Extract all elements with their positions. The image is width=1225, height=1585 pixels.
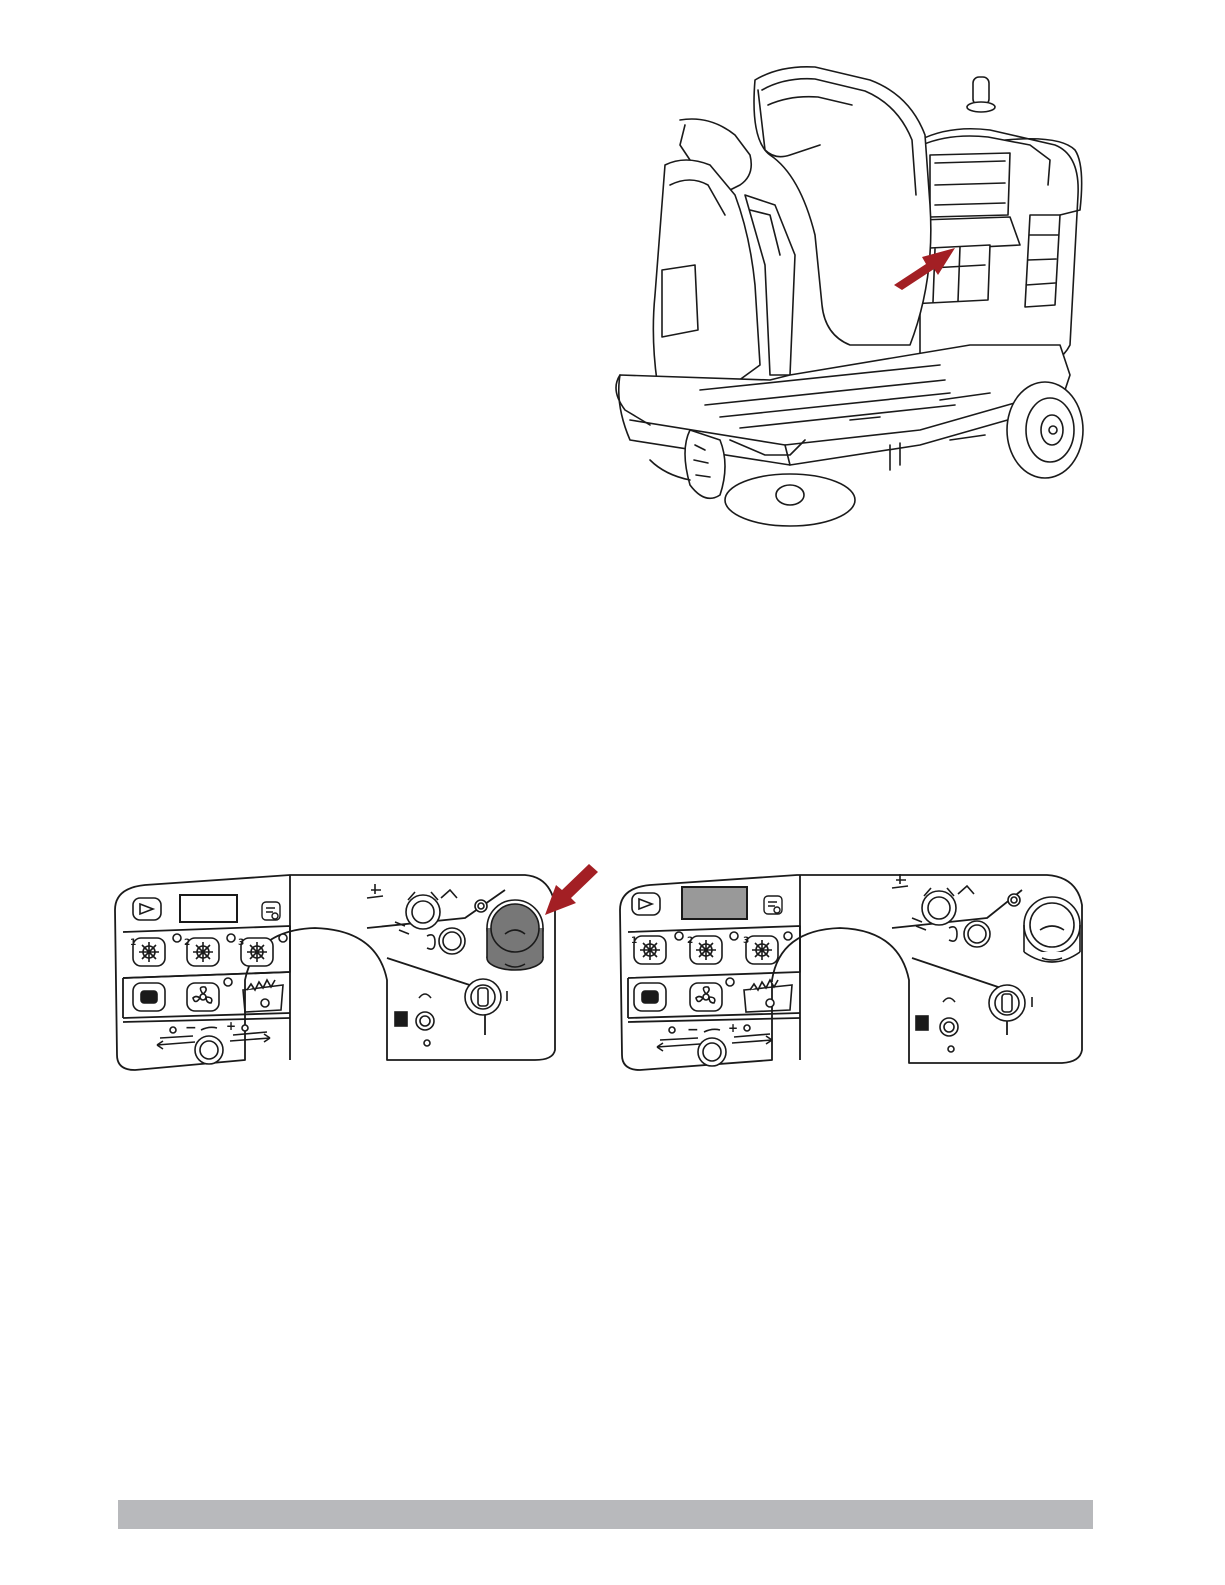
brush-3-label: 3 xyxy=(238,938,244,948)
brush-2-label: 2 xyxy=(687,936,693,946)
filter-shaker-button[interactable] xyxy=(634,983,666,1011)
brush-1-label: 1 xyxy=(631,936,637,946)
front-wheel xyxy=(685,430,725,498)
work-light-button[interactable] xyxy=(940,1018,958,1036)
service-icon xyxy=(262,902,280,920)
fan-button[interactable] xyxy=(690,983,722,1011)
light-button[interactable] xyxy=(439,928,465,954)
key-switch[interactable] xyxy=(465,979,501,1015)
light-button[interactable] xyxy=(964,921,990,947)
emergency-stop-button[interactable] xyxy=(1024,897,1080,962)
display-screen xyxy=(682,887,747,919)
key-switch[interactable] xyxy=(989,985,1025,1021)
brush-2-label: 2 xyxy=(184,938,190,948)
emergency-stop-button[interactable] xyxy=(487,900,543,970)
beacon xyxy=(973,77,989,105)
work-light-button[interactable] xyxy=(416,1012,434,1030)
control-panel-left: 1 2 3 − + xyxy=(105,860,615,1090)
control-panel-right: 1 2 3 − + xyxy=(612,860,1112,1090)
speed-plus: + xyxy=(728,1021,738,1035)
service-icon xyxy=(764,896,782,914)
brush-2-icon[interactable] xyxy=(690,936,722,964)
front-console xyxy=(653,160,760,405)
horn-button[interactable] xyxy=(133,898,161,920)
hopper-button[interactable] xyxy=(243,980,283,1012)
speed-knob[interactable] xyxy=(195,1036,223,1064)
brush-1-icon[interactable] xyxy=(634,936,666,964)
speed-minus: − xyxy=(185,1020,197,1036)
fan-button[interactable] xyxy=(187,983,219,1011)
operator-icon xyxy=(395,1012,407,1026)
sweeper-illustration xyxy=(590,45,1110,545)
speed-knob[interactable] xyxy=(698,1038,726,1066)
brush-2-icon[interactable] xyxy=(187,938,219,966)
footer-bar xyxy=(118,1500,1093,1529)
speed-plus: + xyxy=(226,1019,236,1033)
brush-1-label: 1 xyxy=(130,938,136,948)
red-arrow-estop xyxy=(545,864,598,915)
direction-selector-knob[interactable] xyxy=(406,892,440,929)
horn-button[interactable] xyxy=(632,893,660,915)
brush-1-icon[interactable] xyxy=(133,938,165,966)
display-screen xyxy=(180,895,237,922)
brush-3-icon[interactable] xyxy=(241,938,273,966)
brush-3-icon[interactable] xyxy=(746,936,778,964)
brush-3-label: 3 xyxy=(743,936,749,946)
operator-icon xyxy=(916,1016,928,1030)
filter-shaker-button[interactable] xyxy=(133,983,165,1011)
speed-minus: − xyxy=(687,1022,699,1038)
direction-selector-knob[interactable] xyxy=(922,888,956,925)
